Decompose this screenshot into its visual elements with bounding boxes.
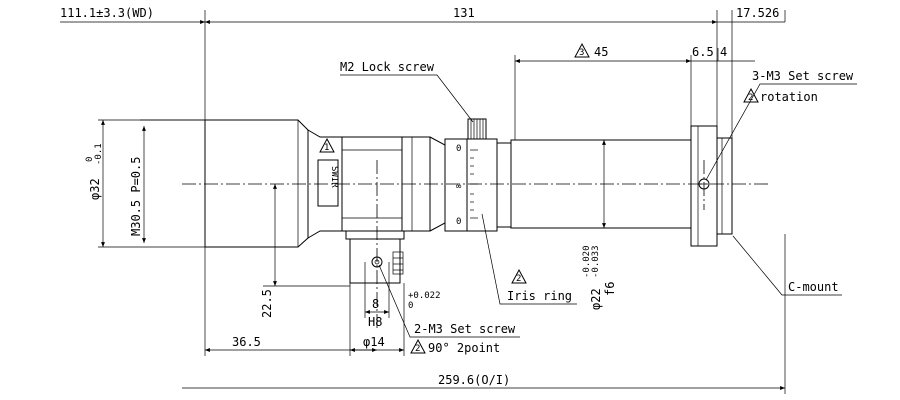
dim-8: 8: [372, 297, 379, 311]
dim-4: 4: [720, 45, 727, 59]
m3-bottom-leader: [378, 264, 520, 338]
m3-top-leader: [705, 83, 857, 181]
svg-text:3: 3: [579, 48, 584, 58]
note-mark-3: 3: [574, 42, 590, 58]
svg-text:SWIR: SWIR: [329, 166, 339, 188]
lens-body: 0 ∞ 0: [204, 118, 733, 284]
svg-text:2: 2: [748, 93, 753, 103]
dim-h8: H8: [368, 315, 382, 329]
ring-mark-bot: 0: [456, 217, 461, 227]
ninety-callout: 90° 2point: [428, 341, 500, 355]
iris-scale: [470, 149, 478, 219]
cmount-callout: C-mount: [788, 280, 839, 294]
rotation-callout: rotation: [760, 90, 818, 104]
iris-ring-step: [496, 142, 512, 228]
cmount-leader: [732, 235, 842, 296]
m3-set-bottom-callout: 2-M3 Set screw: [414, 322, 516, 336]
iris-ring-grip: [466, 138, 498, 232]
iris-leader: [481, 213, 577, 305]
cmount-thread: [716, 137, 733, 235]
phi32-label: φ32: [88, 178, 102, 200]
mount-pad: [349, 238, 401, 284]
front-barrel: [204, 119, 309, 248]
phi22-tol-top: -0.020: [582, 245, 592, 278]
note-mark-2-rotation: 2: [743, 87, 759, 103]
m2-lock-callout: M2 Lock screw: [340, 60, 435, 74]
m30-label: M30.5 P=0.5: [129, 157, 143, 236]
phi32-tol-bottom: -0.1: [94, 143, 104, 165]
d8-tol-top: +0.022: [408, 291, 441, 301]
wd-dimension: 111.1±3.3(WD): [60, 6, 154, 20]
phi32-tol-top: 0: [85, 157, 95, 162]
note-mark-2-iris: 2: [511, 268, 527, 284]
phi22-tol-bottom: -0.033: [591, 245, 601, 278]
ring-mark-mid: ∞: [456, 182, 462, 192]
m3-set-top-callout: 3-M3 Set screw: [752, 69, 854, 83]
note-mark-2-ninety: 2: [410, 338, 426, 354]
m2-leader: [340, 74, 474, 123]
total-length: 259.6(O/I): [438, 373, 510, 387]
svg-text:1: 1: [324, 143, 329, 153]
dim-phi14: φ14: [363, 335, 385, 349]
hold-range-value: 45: [594, 45, 608, 59]
mount-pad-top: [345, 230, 405, 240]
iris-ring-callout: Iris ring: [507, 289, 572, 303]
dim-22-5: 22.5: [260, 289, 274, 318]
length-131: 131: [453, 6, 475, 20]
dim-6-5: 6.5: [692, 45, 714, 59]
d8-tol-bottom: 0: [408, 301, 413, 311]
swir-label: SWIR: [317, 159, 339, 207]
svg-text:2: 2: [415, 344, 420, 354]
ring-mark-top: 0: [456, 144, 461, 154]
svg-text:2: 2: [516, 274, 521, 284]
phi22-label: φ22: [589, 288, 603, 310]
mount-side-screw: [392, 251, 404, 275]
note-mark-1: 1: [319, 137, 335, 153]
dim-36-5: 36.5: [232, 335, 261, 349]
phi22-fit: f6: [603, 282, 617, 296]
flange-distance: 17.526: [736, 6, 779, 20]
